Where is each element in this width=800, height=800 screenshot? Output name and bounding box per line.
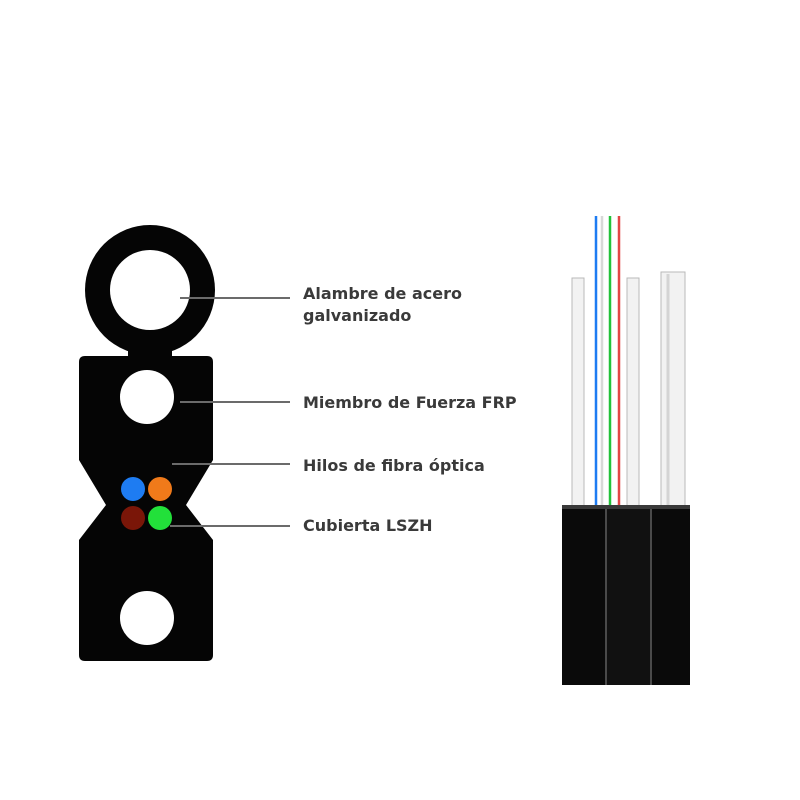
jacket-section-middle (606, 505, 652, 685)
steel-rod-right (660, 271, 686, 511)
frp-rod-middle (626, 277, 640, 511)
leader-lines (170, 297, 290, 527)
fiber-orange (148, 477, 172, 501)
label-lszh-jacket-text: Cubierta LSZH (303, 516, 433, 535)
cable-side-view (562, 216, 690, 685)
label-steel-wire-line1: Alambre de acero (303, 284, 462, 303)
jacket-top-edge (562, 505, 690, 509)
label-frp-member: Miembro de Fuerza FRP (303, 392, 517, 414)
label-frp-member-text: Miembro de Fuerza FRP (303, 393, 517, 412)
frp-member-top (120, 370, 174, 424)
frp-rod-left (571, 277, 585, 511)
fiber-green (148, 506, 172, 530)
label-steel-wire-line2: galvanizado (303, 306, 412, 325)
label-fiber-threads-text: Hilos de fibra óptica (303, 456, 485, 475)
label-lszh-jacket: Cubierta LSZH (303, 515, 433, 537)
fiber-brown (121, 506, 145, 530)
frp-member-bottom (120, 591, 174, 645)
jacket-section-left (562, 505, 608, 685)
main-jacket-body (79, 356, 213, 661)
cable-cross-section (79, 225, 215, 661)
label-fiber-threads: Hilos de fibra óptica (303, 455, 485, 477)
steel-wire-core (110, 250, 190, 330)
jacket-section-right (650, 505, 690, 685)
fiber-blue (121, 477, 145, 501)
label-steel-wire: Alambre de acero galvanizado (303, 283, 462, 327)
